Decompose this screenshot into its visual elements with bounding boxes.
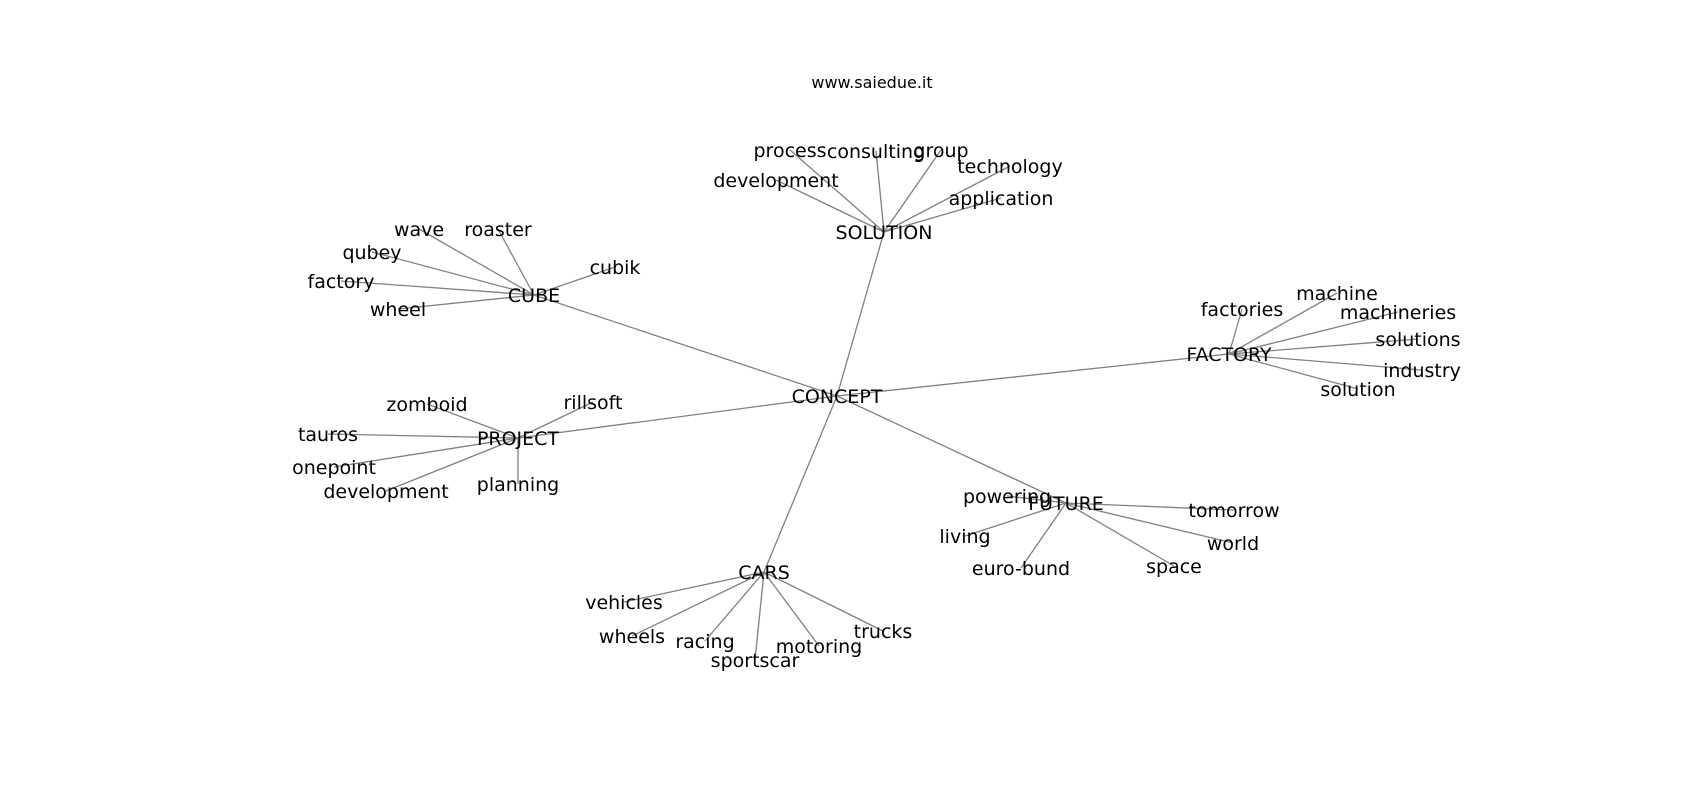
edge-cars-wheels <box>631 571 765 637</box>
edge-solution-consulting <box>875 150 885 233</box>
node-leaf-future-tomorrow: tomorrow <box>1188 500 1279 522</box>
node-leaf-cars-vehicles: vehicles <box>585 592 663 614</box>
site-title: www.saiedue.it <box>811 73 932 92</box>
node-leaf-cube-qubey: qubey <box>342 242 401 264</box>
node-leaf-solution-group: group <box>913 140 968 162</box>
edge-solution-application <box>883 197 1002 233</box>
edge-cube-qubey <box>371 251 535 296</box>
edge-solution-development <box>775 179 885 233</box>
edge-project-zomboid <box>426 403 519 439</box>
node-hub-future: FUTURE <box>1028 493 1104 515</box>
edge-concept-cube <box>533 294 838 397</box>
node-hub-project: PROJECT <box>477 428 559 450</box>
node-leaf-project-onepoint: onepoint <box>292 457 376 479</box>
edge-cars-motoring <box>763 571 820 647</box>
edge-project-development <box>385 437 519 492</box>
node-hub-solution: SOLUTION <box>836 222 933 244</box>
node-leaf-solution-development: development <box>713 170 838 192</box>
edge-factory-factories <box>1228 308 1243 355</box>
node-hub-factory: FACTORY <box>1186 344 1272 366</box>
node-leaf-project-rillsoft: rillsoft <box>564 392 623 414</box>
node-leaf-future-living: living <box>939 526 990 548</box>
edge-future-living <box>964 502 1067 537</box>
node-leaf-future-world: world <box>1207 533 1259 555</box>
edge-project-onepoint <box>333 437 519 468</box>
edge-cube-cubik <box>533 266 616 296</box>
edge-concept-project <box>517 395 838 439</box>
node-leaf-solution-consulting: consulting <box>827 141 925 163</box>
node-root-concept: CONCEPT <box>792 386 883 408</box>
node-hub-cars: CARS <box>738 562 790 584</box>
edge-concept-cars <box>763 395 838 573</box>
node-leaf-cars-trucks: trucks <box>854 621 913 643</box>
edge-cube-wheel <box>397 294 535 310</box>
node-leaf-solution-process: process <box>753 140 826 162</box>
node-leaf-cube-wheel: wheel <box>370 299 426 321</box>
node-leaf-project-zomboid: zomboid <box>386 394 467 416</box>
edge-solution-technology <box>883 165 1011 233</box>
node-leaf-factory-machineries: machineries <box>1340 302 1456 324</box>
node-leaf-cars-motoring: motoring <box>776 636 862 658</box>
edge-future-powering <box>1006 495 1067 504</box>
node-leaf-future-space: space <box>1146 556 1202 578</box>
edge-future-tomorrow <box>1065 502 1235 511</box>
node-leaf-project-tauros: tauros <box>298 424 358 446</box>
edge-future-euro-bund <box>1020 502 1067 569</box>
node-leaf-factory-machine: machine <box>1296 283 1378 305</box>
edge-cars-trucks <box>763 571 884 632</box>
edge-solution-group <box>883 149 942 233</box>
edge-factory-solutions <box>1228 338 1419 355</box>
edges-layer <box>327 149 1423 661</box>
node-leaf-cube-roaster: roaster <box>464 219 532 241</box>
node-hub-cube: CUBE <box>508 285 560 307</box>
edge-cube-factory <box>340 280 535 296</box>
edge-factory-industry <box>1228 353 1423 371</box>
node-leaf-cars-sportscar: sportscar <box>711 650 800 672</box>
node-leaf-cube-wave: wave <box>394 219 444 241</box>
node-leaf-solution-technology: technology <box>957 156 1063 178</box>
edge-project-rillsoft <box>517 401 594 439</box>
edge-cars-sportscar <box>754 571 765 661</box>
edge-factory-solution <box>1228 353 1359 390</box>
edge-concept-factory <box>836 353 1230 397</box>
node-leaf-factory-solution: solution <box>1320 379 1395 401</box>
node-leaf-solution-application: application <box>949 188 1054 210</box>
edge-concept-solution <box>836 231 885 397</box>
edge-project-tauros <box>327 433 519 439</box>
node-leaf-cars-wheels: wheels <box>599 626 665 648</box>
node-leaf-cube-factory: factory <box>308 271 375 293</box>
node-leaf-factory-factories: factories <box>1201 299 1284 321</box>
edge-cube-wave <box>418 228 535 296</box>
node-leaf-factory-industry: industry <box>1383 360 1461 382</box>
edge-cars-vehicles <box>623 571 765 603</box>
edge-concept-future <box>836 395 1067 504</box>
edge-cars-racing <box>704 571 765 642</box>
node-leaf-future-powering: powering <box>963 486 1051 508</box>
edge-future-space <box>1065 502 1175 567</box>
edge-factory-machine <box>1228 292 1338 355</box>
node-leaf-factory-solutions: solutions <box>1375 329 1460 351</box>
node-leaf-future-euro-bund: euro-bund <box>972 558 1070 580</box>
edge-future-world <box>1065 502 1234 544</box>
edge-cube-roaster <box>497 228 535 296</box>
node-leaf-project-development: development <box>323 481 448 503</box>
node-leaf-cars-racing: racing <box>675 631 734 653</box>
edge-solution-process <box>789 149 885 233</box>
edge-factory-machineries <box>1228 311 1399 355</box>
node-leaf-cube-cubik: cubik <box>590 257 641 279</box>
node-leaf-project-planning: planning <box>477 474 559 496</box>
